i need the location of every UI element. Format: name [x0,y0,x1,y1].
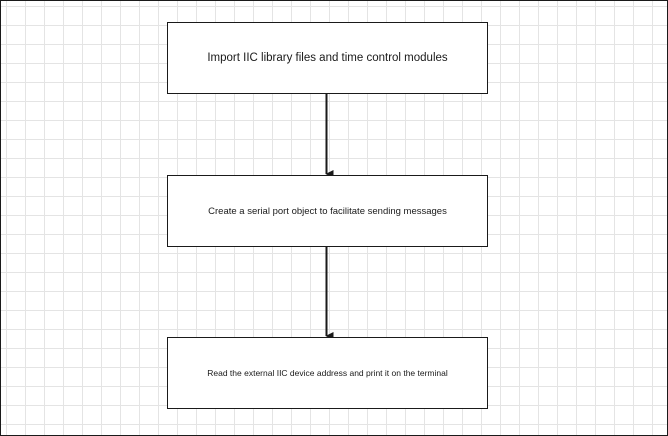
flowchart-node-create-serial-port: Create a serial port object to facilitat… [167,175,488,247]
flowchart-node-import-libraries: Import IIC library files and time contro… [167,22,488,94]
node-label: Create a serial port object to facilitat… [208,205,447,217]
node-label: Read the external IIC device address and… [207,368,448,378]
flowchart-node-read-device-address: Read the external IIC device address and… [167,337,488,409]
node-label: Import IIC library files and time contro… [207,52,448,64]
